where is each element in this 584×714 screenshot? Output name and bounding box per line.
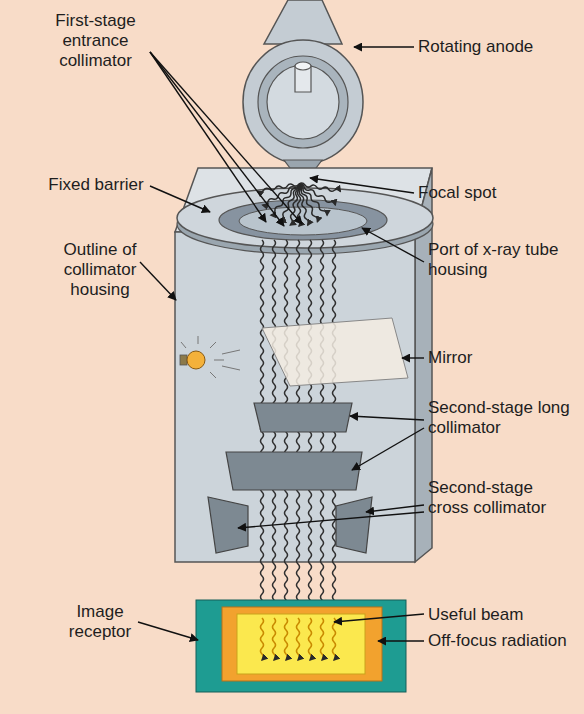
light-bulb: [187, 351, 205, 369]
x-ray: [298, 183, 336, 207]
part-label: Second-stage long collimator: [428, 398, 573, 438]
ray: [181, 342, 186, 348]
x-ray: [299, 183, 341, 193]
leader-line: [138, 622, 198, 640]
ray: [222, 366, 240, 370]
x-ray: [321, 618, 324, 660]
x-ray: [261, 618, 264, 660]
part-label: Off-focus radiation: [428, 631, 584, 651]
x-ray: [297, 618, 300, 660]
leader-line: [150, 52, 284, 226]
collimator-housing: [175, 168, 433, 562]
image-receptor: [196, 600, 406, 692]
part-label: Image receptor: [60, 602, 140, 642]
leader-line: [334, 614, 424, 622]
housing-front: [175, 232, 415, 562]
leader-line: [354, 46, 414, 47]
part-label: Focal spot: [418, 183, 578, 203]
off-focus-area: [222, 607, 382, 681]
mirror: [262, 318, 408, 386]
leader-line: [310, 178, 414, 193]
x-ray: [289, 184, 301, 226]
leader-line: [402, 357, 424, 358]
leader-line: [140, 262, 176, 300]
anode-ring: [258, 56, 348, 148]
leader-line: [362, 228, 424, 262]
radiation-burst: [257, 183, 340, 226]
anode-stem-top: [295, 62, 311, 70]
x-ray: [298, 183, 319, 222]
x-ray: [257, 183, 299, 193]
bulb-base: [180, 355, 187, 365]
ray: [210, 342, 216, 348]
part-label: Second-stage cross collimator: [428, 478, 573, 518]
x-ray: [285, 618, 288, 660]
part-label: First-stage entrance collimator: [38, 11, 153, 71]
part-label: Useful beam: [428, 605, 578, 625]
light-rays: [181, 336, 240, 378]
ray: [222, 350, 240, 354]
x-ray: [309, 618, 312, 660]
x-ray: [333, 618, 336, 660]
leader-line: [352, 428, 424, 470]
leader-line: [238, 512, 424, 528]
cross-collimator-blade: [336, 497, 372, 553]
ray: [210, 372, 216, 378]
part-label: Port of x-ray tube housing: [428, 240, 573, 280]
leader-line: [378, 640, 424, 641]
long-collimator-blade: [254, 403, 352, 432]
useful-beam-rays: [261, 618, 336, 660]
cross-collimator-blade: [208, 497, 248, 553]
leader-line: [150, 186, 210, 212]
ray: [214, 360, 224, 361]
x-ray: [273, 618, 276, 660]
leader-line: [366, 505, 424, 512]
receptor-plate: [196, 600, 406, 692]
part-label: Rotating anode: [418, 37, 578, 57]
tube-housing: [243, 40, 363, 164]
leader-lines: [138, 47, 424, 641]
part-label: Fixed barrier: [40, 175, 152, 195]
leader-line: [150, 52, 266, 222]
leader-line: [150, 52, 302, 224]
long-collimator-blade: [226, 452, 362, 490]
rotating-anode-disk: [267, 65, 339, 139]
ray: [198, 336, 199, 344]
tube-neck: [264, 0, 342, 44]
leader-line: [350, 416, 424, 420]
light-source: [180, 336, 240, 378]
part-label: Mirror: [428, 348, 573, 368]
x-ray-tube: [243, 0, 363, 184]
useful-beam-area: [237, 614, 365, 674]
part-label: Outline of collimator housing: [55, 240, 145, 300]
